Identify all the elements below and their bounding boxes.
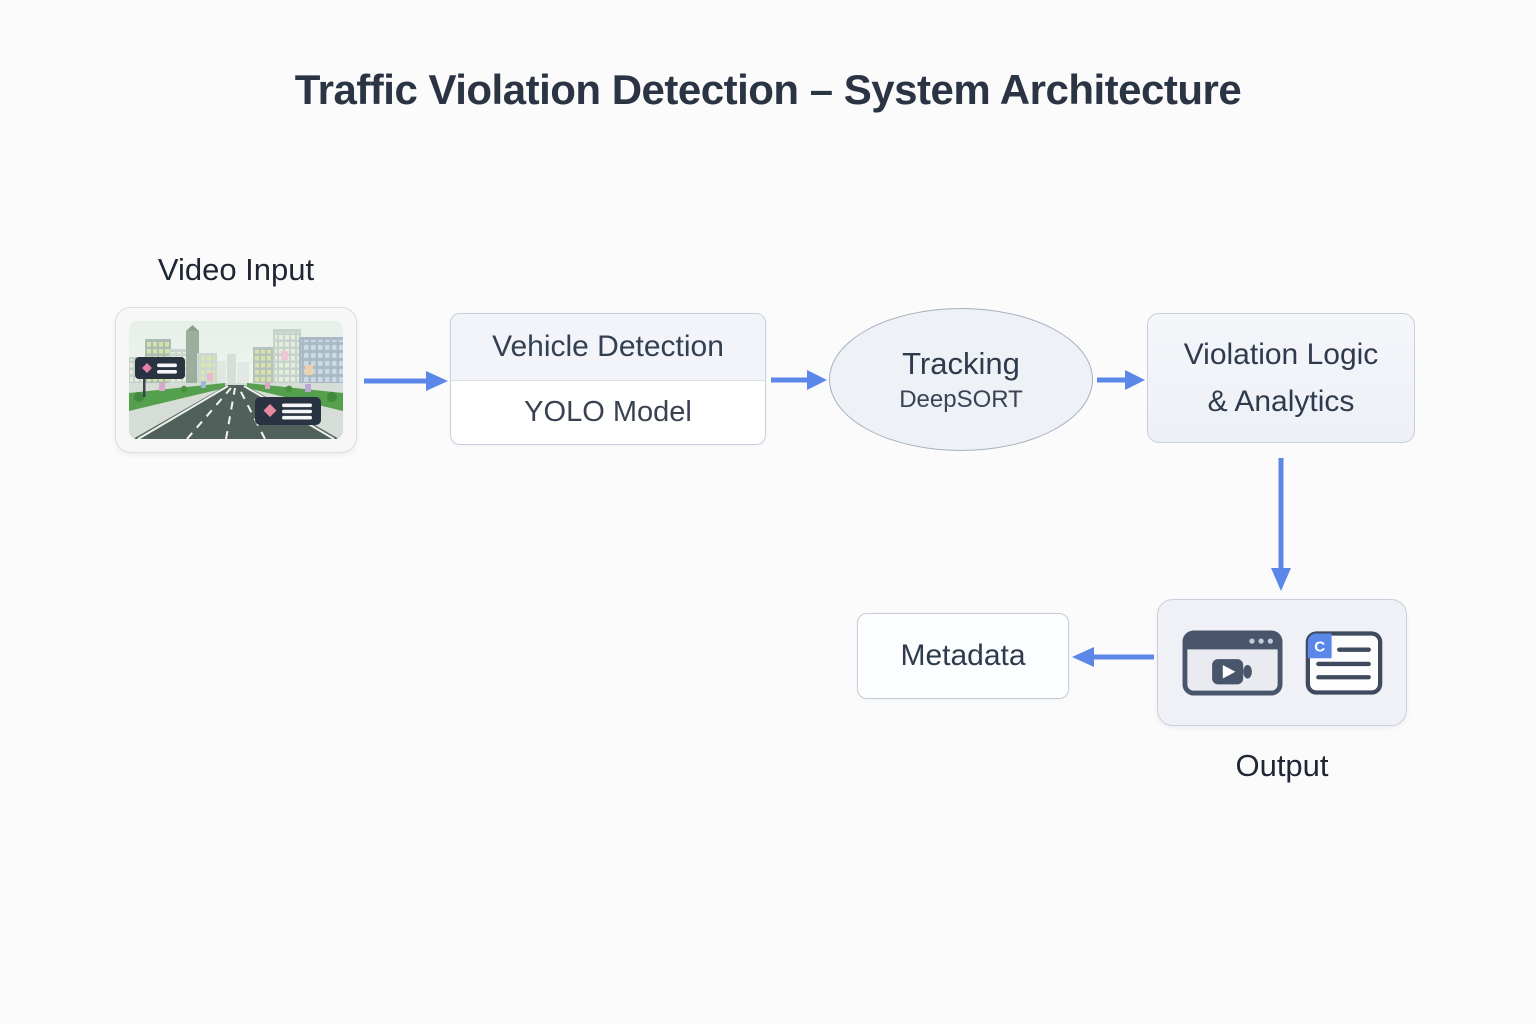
violation-logic-line2: & Analytics [1207, 385, 1355, 418]
arrow-detection-to-tracking [771, 370, 827, 390]
report-document-icon: C [1305, 630, 1382, 695]
tracking-node: Tracking DeepSORT [829, 308, 1093, 451]
violation-logic-line1: Violation Logic [1183, 338, 1379, 371]
vehicle-detection-subtitle: YOLO Model [524, 396, 692, 428]
violation-logic-node: Violation Logic & Analytics [1147, 313, 1415, 443]
svg-text:C: C [1314, 638, 1325, 655]
video-input-label: Video Input [157, 252, 315, 287]
output-label: Output [1235, 748, 1329, 783]
tracking-subtitle: DeepSORT [899, 385, 1023, 413]
tracking-title: Tracking [902, 345, 1020, 381]
video-player-window-icon [1182, 629, 1282, 696]
arrow-tracking-to-violation [1097, 370, 1145, 390]
vehicle-detection-title: Vehicle Detection [451, 314, 765, 381]
arrow-violation-to-output [1271, 458, 1291, 591]
video-input-node [115, 307, 357, 453]
metadata-node: Metadata [857, 613, 1069, 699]
arrow-output-to-metadata [1072, 647, 1154, 667]
city-street-thumbnail-icon [129, 321, 343, 439]
output-node: C [1157, 599, 1407, 726]
arrow-video-to-detection [364, 371, 448, 391]
metadata-label: Metadata [900, 639, 1026, 672]
page-title: Traffic Violation Detection – System Arc… [294, 66, 1242, 113]
vehicle-detection-node: Vehicle Detection YOLO Model [450, 313, 766, 445]
